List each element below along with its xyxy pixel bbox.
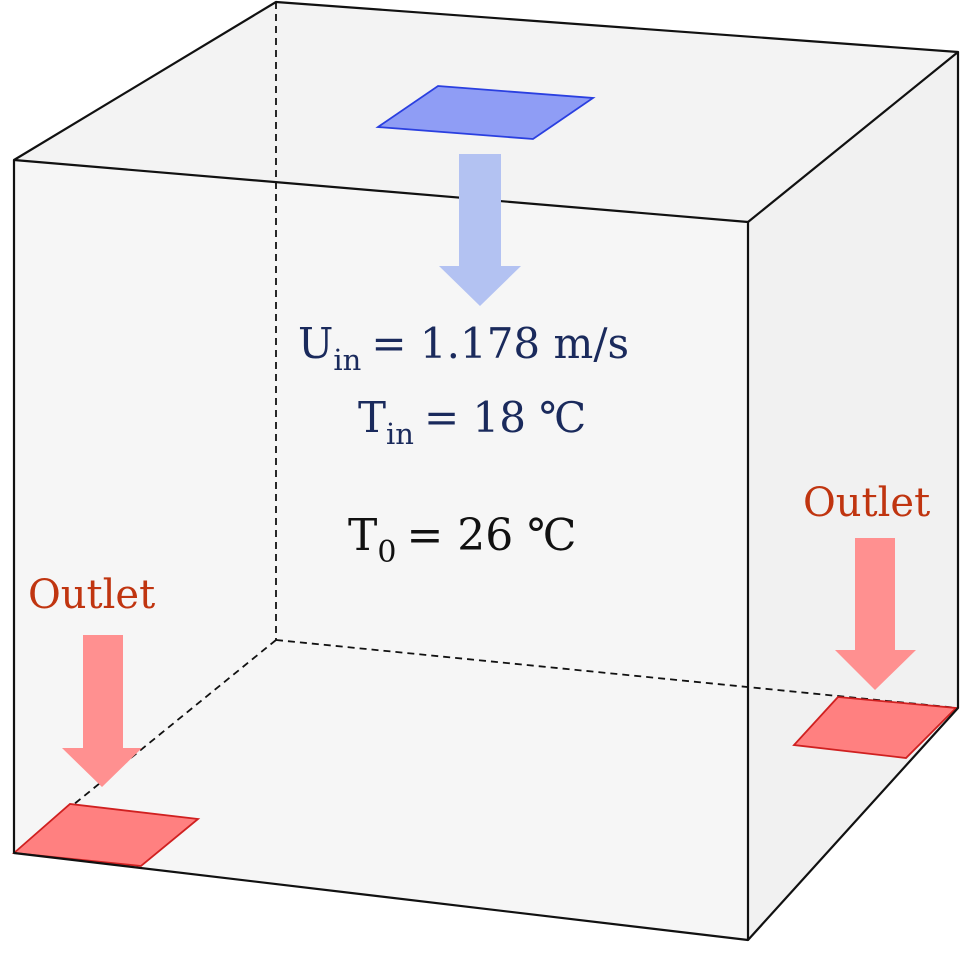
outlet-patch-left — [11, 803, 201, 867]
outlet-patch-right — [792, 696, 958, 759]
inlet-velocity-value: = 1.178 m/s — [371, 319, 629, 368]
right-back-edges — [747, 52, 960, 941]
inlet-temperature-symbol: T — [358, 393, 386, 442]
inlet-temperature-subscript: in — [386, 417, 414, 451]
inlet-temperature-label: Tin = 18 ℃ — [358, 393, 586, 451]
inlet-temperature-value: = 18 ℃ — [424, 393, 586, 442]
inlet-patch — [375, 85, 596, 140]
inlet-velocity-symbol: U — [298, 319, 333, 368]
room-front-face — [14, 160, 748, 940]
outlet-arrow-left — [62, 635, 142, 787]
hidden-edge-back-bottom — [275, 639, 959, 709]
initial-temperature-symbol: T — [348, 510, 377, 561]
inlet-velocity-label: Uin = 1.178 m/s — [298, 319, 629, 377]
initial-temperature-value: = 26 ℃ — [406, 510, 576, 561]
top-back-edges — [13, 0, 960, 223]
initial-temperature-label: T0 = 26 ℃ — [348, 510, 577, 570]
outlet-arrow-right — [835, 538, 916, 690]
visible-edges — [12, 0, 960, 942]
inlet-velocity-subscript: in — [333, 343, 361, 377]
inlet-arrow — [439, 154, 521, 306]
outlet-label-left: Outlet — [28, 572, 155, 618]
outlet-label-right: Outlet — [803, 480, 930, 526]
initial-temperature-subscript: 0 — [377, 535, 396, 570]
